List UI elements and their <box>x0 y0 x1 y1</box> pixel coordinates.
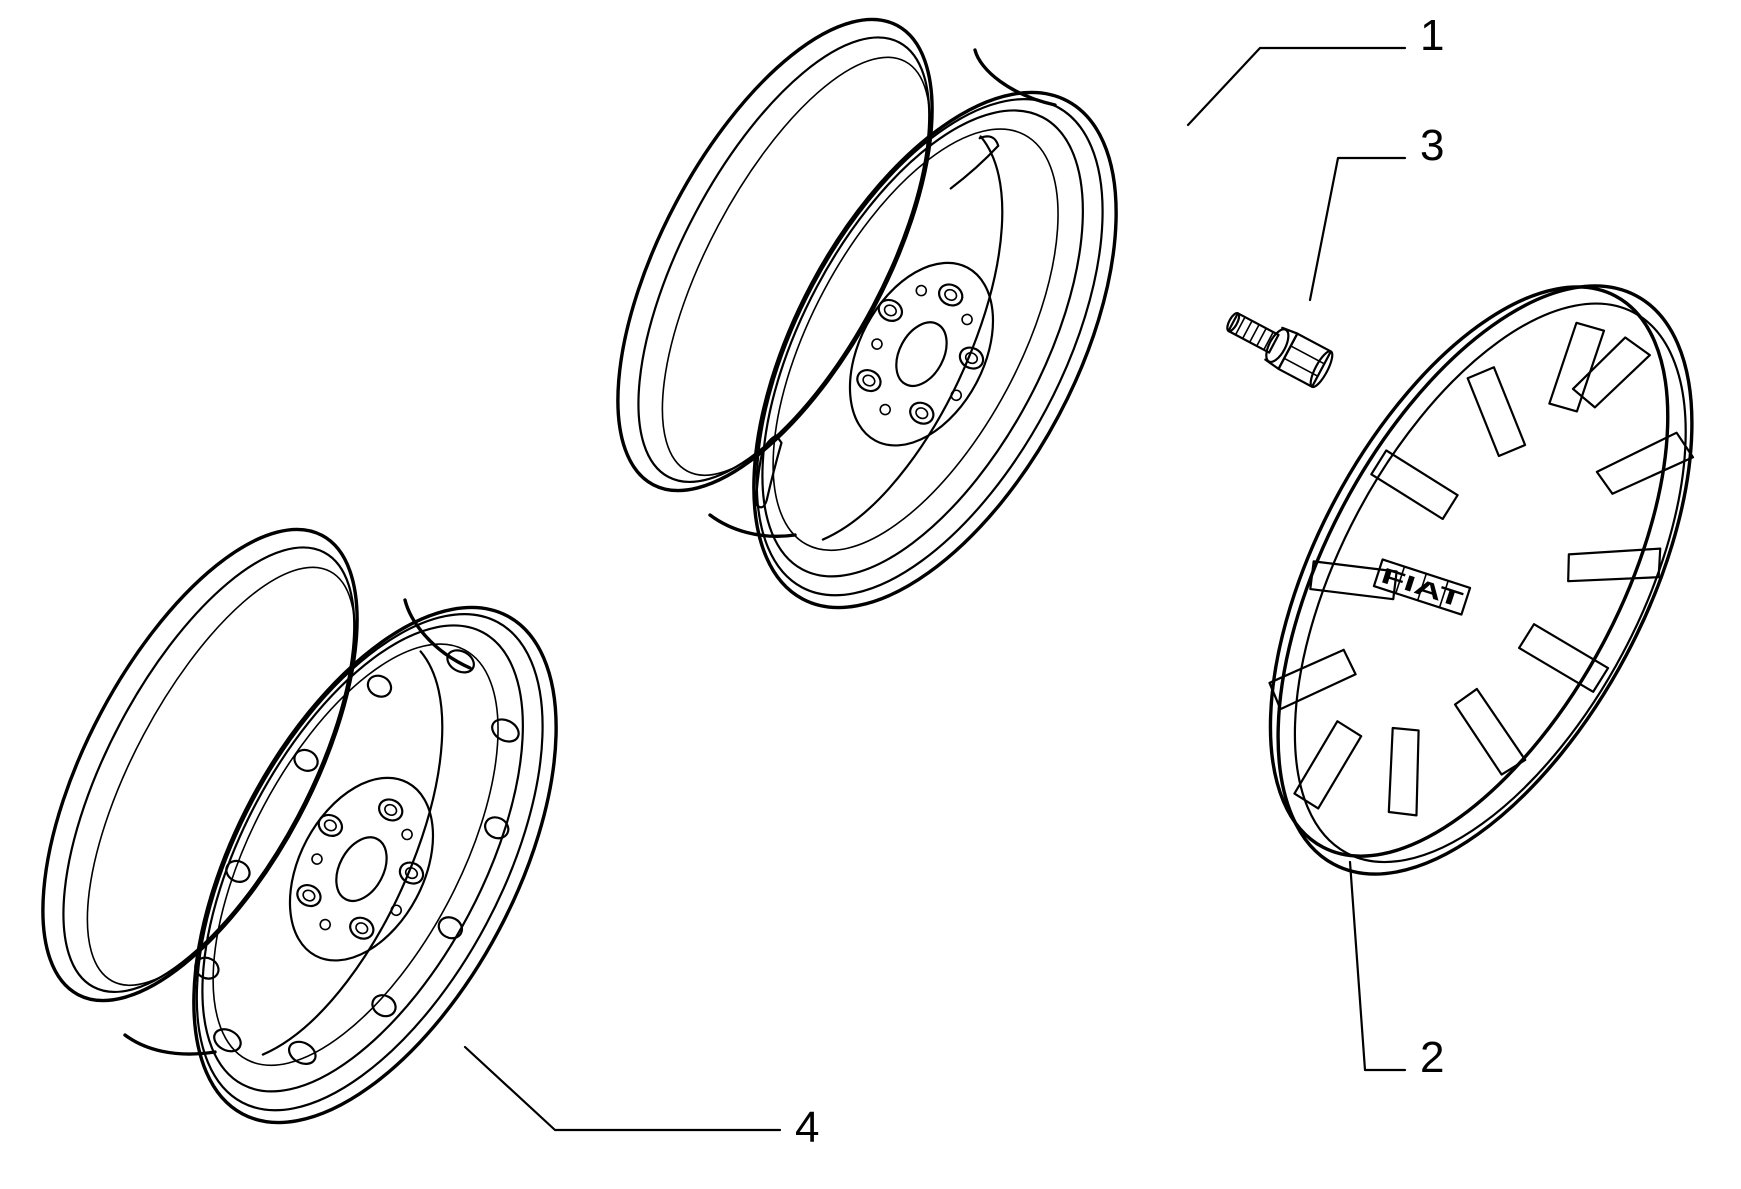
callout-2: 2 <box>1420 1033 1444 1082</box>
wheel-rim-lower[interactable] <box>0 483 631 1180</box>
hubcap[interactable]: FIAT <box>1184 216 1741 940</box>
wheel-bolt[interactable] <box>1220 303 1336 390</box>
callout-3: 3 <box>1420 121 1444 170</box>
fiat-logo: FIAT <box>1372 558 1472 616</box>
wheel-rim-upper[interactable] <box>554 0 1191 665</box>
callout-1: 1 <box>1420 11 1444 60</box>
hubcap-logo-text: FIAT <box>1378 563 1467 613</box>
leader-lines <box>463 46 1407 1132</box>
callout-4: 4 <box>795 1103 819 1152</box>
hubcap-vent-slots <box>1268 321 1695 817</box>
